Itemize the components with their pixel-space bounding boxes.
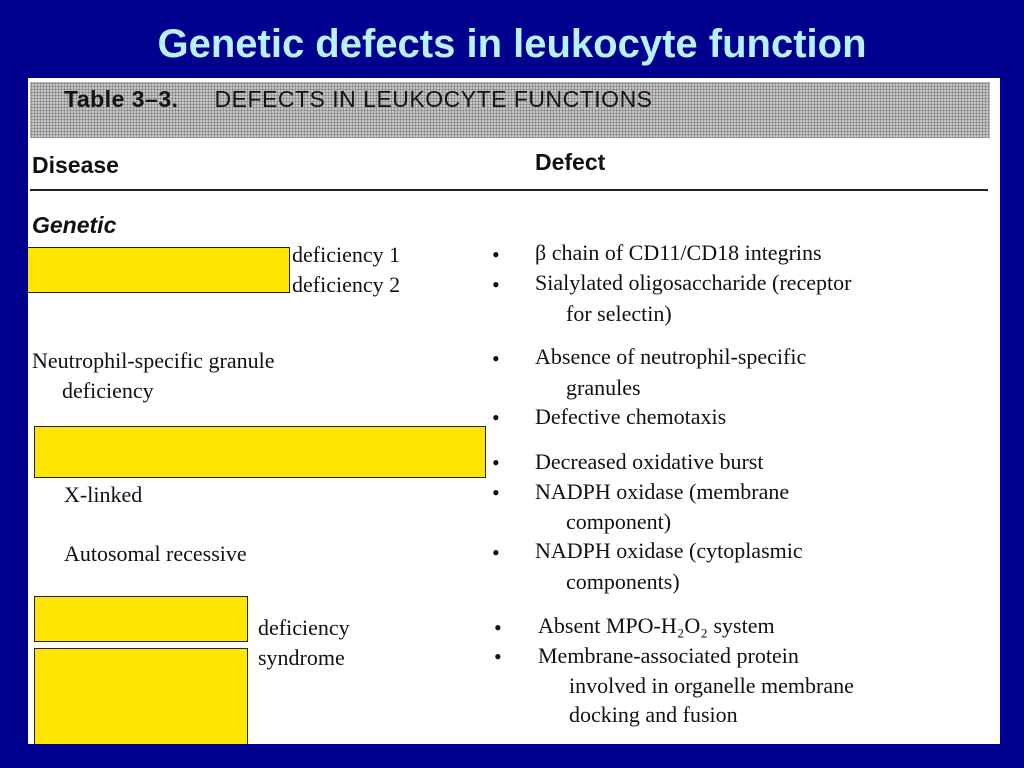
disease-cell: Autosomal recessive <box>64 541 247 566</box>
bullet-icon: • <box>492 272 500 297</box>
defect-cell: β chain of CD11/CD18 integrins <box>535 240 822 265</box>
defect-cell: NADPH oxidase (membrane <box>535 479 790 504</box>
defect-cell: Decreased oxidative burst <box>535 449 764 474</box>
table-scan: Table 3–3. DEFECTS IN LEUKOCYTE FUNCTIONS… <box>28 78 1000 744</box>
section-label-genetic: Genetic <box>32 212 117 238</box>
defect-cell-continued: for selectin) <box>566 301 672 326</box>
disease-cell: deficiency 1 <box>292 242 401 267</box>
bullet-icon: • <box>492 242 500 267</box>
defect-cell-continued: docking and fusion <box>569 702 738 727</box>
defect-cell-continued: component) <box>566 509 672 534</box>
column-header-defect: Defect <box>535 149 606 175</box>
defect-cell: Membrane-associated protein <box>538 643 799 668</box>
bullet-icon: • <box>492 540 500 565</box>
column-header-disease: Disease <box>32 152 119 178</box>
disease-cell: deficiency 2 <box>292 272 401 297</box>
defect-cell-continued: involved in organelle membrane <box>569 673 854 698</box>
bullet-icon: • <box>492 405 500 430</box>
bullet-icon: • <box>492 480 500 505</box>
table-caption-number: Table 3–3. <box>64 86 179 112</box>
masked-answer-box <box>34 648 248 744</box>
table-caption: Table 3–3. DEFECTS IN LEUKOCYTE FUNCTIONS <box>64 86 653 113</box>
defect-cell: NADPH oxidase (cytoplasmic <box>535 538 803 563</box>
defect-cell-continued: granules <box>566 375 641 400</box>
masked-answer-box <box>34 426 486 478</box>
disease-cell: deficiency <box>258 615 350 640</box>
defect-cell: Absence of neutrophil-specific <box>535 344 807 369</box>
disease-cell-continued: deficiency <box>62 378 154 403</box>
bullet-icon: • <box>492 450 500 475</box>
defect-cell: Sialylated oligosaccharide (receptor <box>535 270 852 295</box>
defect-cell-continued: components) <box>566 569 680 594</box>
table-caption-title: DEFECTS IN LEUKOCYTE FUNCTIONS <box>214 86 653 112</box>
bullet-icon: • <box>494 615 502 640</box>
disease-cell: syndrome <box>258 645 345 670</box>
table-caption-bar <box>30 82 990 138</box>
bullet-icon: • <box>492 346 500 371</box>
header-rule <box>30 189 988 191</box>
defect-cell: Defective chemotaxis <box>535 404 727 429</box>
masked-answer-box <box>34 596 248 642</box>
disease-cell: Neutrophil-specific granule <box>32 348 275 373</box>
bullet-icon: • <box>494 644 502 669</box>
defect-cell: Absent MPO-H₂O₂ system <box>538 613 775 638</box>
masked-answer-box <box>28 247 290 293</box>
disease-cell: X-linked <box>64 482 143 507</box>
slide-title: Genetic defects in leukocyte function <box>157 22 867 66</box>
